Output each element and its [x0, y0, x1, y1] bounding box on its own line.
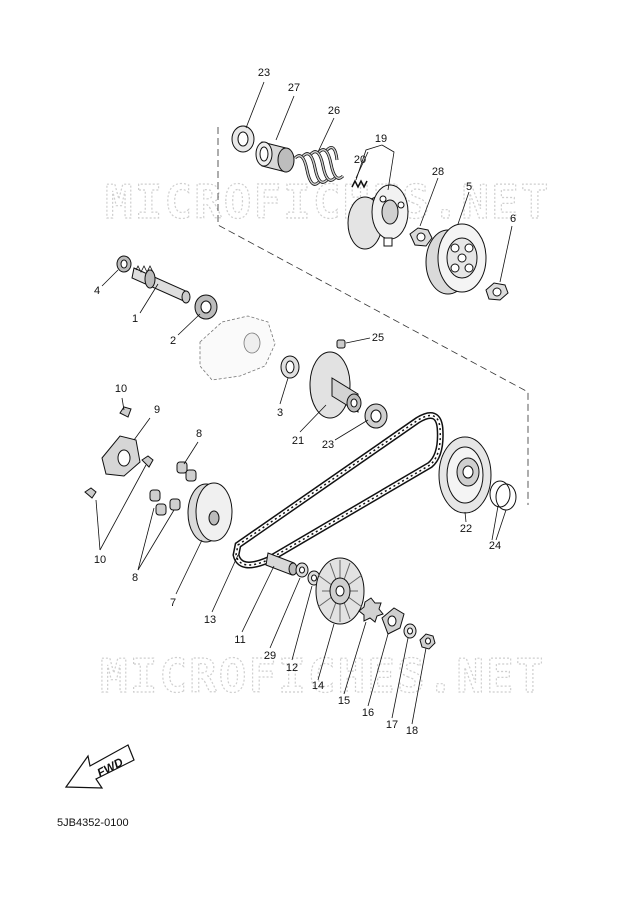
callout-8-bottom: 8 [132, 572, 138, 584]
callout-1: 1 [132, 313, 138, 325]
callout-16: 16 [362, 707, 374, 719]
part-21-sliding-sheave [309, 351, 362, 419]
callout-13: 13 [204, 614, 216, 626]
fwd-arrow: FWD [64, 744, 135, 789]
callout-18: 18 [406, 725, 418, 737]
part-19-clutch-carrier [347, 184, 409, 250]
watermark-bottom: MICROFICHES.NET [100, 649, 545, 703]
part-28-nut [409, 227, 433, 247]
callout-28: 28 [432, 166, 444, 178]
part-26-spring [293, 146, 345, 186]
part-8-weights [149, 461, 197, 516]
callout-15: 15 [338, 695, 350, 707]
callout-8-top: 8 [196, 428, 202, 440]
callout-17: 17 [386, 719, 398, 731]
part-29-washer [295, 562, 309, 578]
callout-26: 26 [328, 105, 340, 117]
callout-29: 29 [264, 650, 276, 662]
part-1-shaft [131, 265, 191, 304]
callout-21: 21 [292, 435, 304, 447]
callout-numbers: 23 27 26 19 20 28 5 6 4 1 2 25 3 21 23 2… [94, 67, 516, 737]
leader-lines [95, 81, 513, 725]
callout-7: 7 [170, 597, 176, 609]
callout-25: 25 [372, 332, 384, 344]
callout-3: 3 [277, 407, 283, 419]
callout-19: 19 [375, 133, 387, 145]
part-14-fan-sheave [315, 557, 365, 625]
part-17-washer [403, 623, 417, 639]
callout-22: 22 [460, 523, 472, 535]
callout-11: 11 [234, 634, 245, 646]
callout-6: 6 [510, 213, 516, 225]
part-7-primary-sheave [187, 482, 233, 543]
part-18-nut [419, 633, 436, 650]
callout-23-top: 23 [258, 67, 270, 79]
part-10-slider [84, 406, 154, 499]
callout-24: 24 [489, 540, 501, 552]
callout-9: 9 [154, 404, 160, 416]
part-3-washer [280, 355, 300, 379]
callout-10-top: 10 [115, 383, 127, 395]
callout-5: 5 [466, 181, 472, 193]
diagram-code: 5JB4352-0100 [57, 817, 129, 829]
part-24-o-rings [489, 480, 517, 511]
gear-case-reference [199, 315, 276, 381]
part-9-cam [101, 435, 141, 477]
part-15-kick-starter-ratchet [358, 597, 384, 623]
callout-27: 27 [288, 82, 300, 94]
part-2-bearing [194, 294, 218, 320]
part-5-clutch-housing [425, 223, 487, 295]
part-4-bearing [116, 255, 132, 273]
part-22-fixed-sheave [438, 436, 492, 514]
part-23-seal [364, 403, 388, 429]
part-27-collar [255, 141, 295, 173]
part-11-collar [265, 552, 298, 576]
callout-2: 2 [170, 335, 176, 347]
callout-14: 14 [312, 680, 324, 692]
watermark-top: MICROFICHES.NET [105, 175, 550, 229]
callout-10-bottom: 10 [94, 554, 106, 566]
part-23-washer-top [231, 125, 255, 153]
part-16-ratchet-plate [381, 607, 405, 635]
assembly-outline [217, 127, 529, 505]
callout-12: 12 [286, 662, 298, 674]
part-13-v-belt [232, 412, 444, 569]
callout-4: 4 [94, 285, 100, 297]
part-6-nut [485, 282, 509, 301]
callout-20: 20 [354, 154, 366, 166]
part-20-spring-small [351, 179, 368, 189]
part-25-pin [336, 339, 346, 349]
callout-23-seal: 23 [322, 439, 334, 451]
